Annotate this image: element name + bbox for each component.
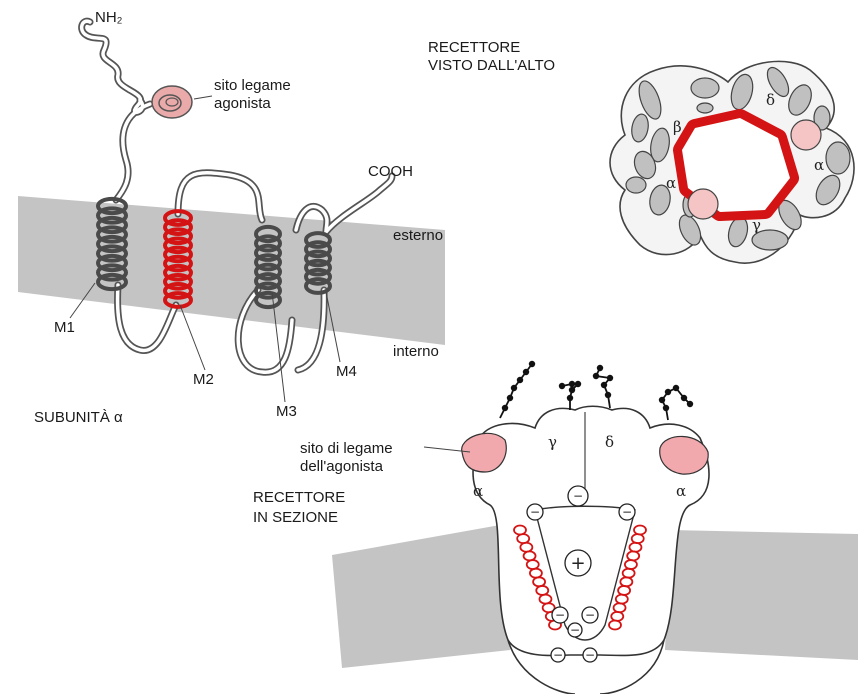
top-view-oval (691, 78, 719, 98)
subunit-caption: SUBUNITÀ α (34, 409, 123, 426)
sugar-dot (575, 381, 581, 387)
section-binding-pocket-left (462, 433, 507, 472)
pink-pore-segment (791, 120, 821, 150)
sugar-dot (569, 381, 575, 387)
section-title-line2: IN SEZIONE (253, 509, 338, 526)
top-label-alpha-left: α (666, 174, 676, 192)
m2-leader (180, 305, 205, 370)
top-label-beta: β (673, 118, 682, 136)
nh2-label: NH₂ (95, 9, 123, 26)
section-label-alpha-left: α (473, 482, 483, 500)
m2-label: M2 (193, 371, 214, 388)
binding-site-leader (194, 96, 212, 99)
section-label-delta: δ (605, 433, 614, 451)
m4-label: M4 (336, 363, 357, 380)
section-diagram: RECETTORE IN SEZIONE −−−+−−−−− sito di l… (253, 361, 858, 694)
sugar-dot (593, 373, 599, 379)
sugar-dot (529, 361, 535, 367)
sugar-dot (605, 392, 611, 398)
top-view-title-line1: RECETTORE (428, 39, 520, 56)
sugar-dot (511, 385, 517, 391)
sugar-dot (673, 385, 679, 391)
charge-sign: − (573, 489, 583, 503)
charge-sign: − (530, 505, 540, 519)
sugar-dot (569, 387, 575, 393)
section-label-alpha-right: α (676, 482, 686, 500)
top-label-gamma: γ (752, 216, 761, 234)
sugar-dot (687, 401, 693, 407)
sugar-dot (517, 377, 523, 383)
membrane-slab-left (18, 196, 445, 345)
sugar-dot (523, 369, 529, 375)
sugar-dot (601, 382, 607, 388)
section-binding-label-line1: sito di legame (300, 440, 393, 457)
top-view-title-line2: VISTO DALL'ALTO (428, 57, 555, 74)
sugar-dot (681, 395, 687, 401)
outside-label: esterno (393, 227, 443, 244)
membrane-slab-section-right (665, 530, 858, 660)
binding-site-label-line2: agonista (214, 95, 271, 112)
membrane-slab-section-left (332, 525, 510, 668)
sugar-dot (507, 395, 513, 401)
m3-label: M3 (276, 403, 297, 420)
top-view-oval (826, 142, 850, 174)
binding-site-loop (152, 86, 192, 118)
section-title-line1: RECETTORE (253, 489, 345, 506)
cooh-label: COOH (368, 163, 413, 180)
top-view-oval (626, 177, 646, 193)
pink-pore-segment (688, 189, 718, 219)
top-label-delta: δ (766, 91, 775, 109)
charge-sign: − (622, 505, 632, 519)
sugar-dot (597, 365, 603, 371)
sugar-dot (663, 405, 669, 411)
sugar-dot (659, 397, 665, 403)
sugar-dot (502, 405, 508, 411)
inside-label: interno (393, 343, 439, 360)
top-view-diagram: RECETTORE VISTO DALL'ALTO β δ α α γ (428, 39, 854, 263)
charge-sign: − (553, 648, 563, 662)
charge-sign: − (570, 623, 580, 637)
top-view-oval (697, 103, 713, 113)
m1-label: M1 (54, 319, 75, 336)
charge-sign: − (585, 608, 595, 622)
sugar-dot (567, 395, 573, 401)
charge-sign: − (585, 648, 595, 662)
binding-site-label-line1: sito legame (214, 77, 291, 94)
sugar-dot (665, 389, 671, 395)
section-binding-label-line2: dell'agonista (300, 458, 384, 475)
sugar-dot (559, 383, 565, 389)
charge-sign: − (555, 608, 565, 622)
sugar-dot (607, 375, 613, 381)
section-label-gamma: γ (548, 433, 557, 451)
charge-sign: + (570, 553, 585, 574)
subunit-diagram: NH₂ sito legame agonista COOH esterno in… (18, 9, 445, 426)
top-label-alpha-right: α (814, 156, 824, 174)
